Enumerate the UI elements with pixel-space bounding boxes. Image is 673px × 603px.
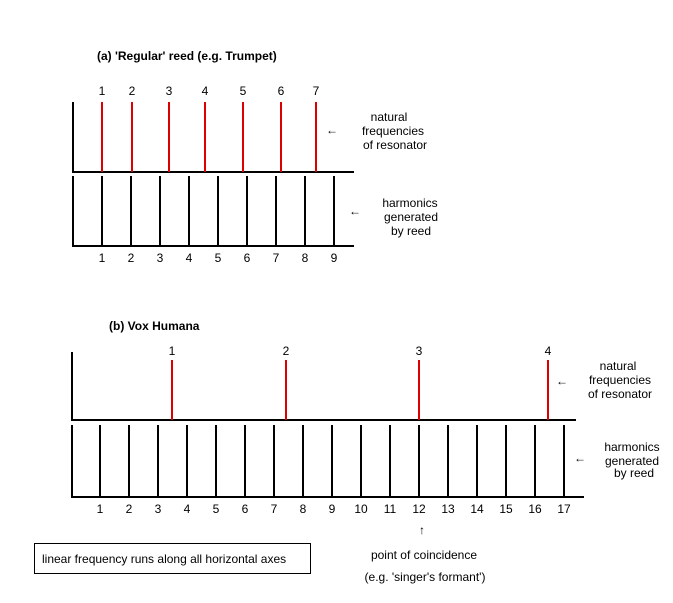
panel-b-harmonic-number-14: 14 [470,502,484,516]
panel-a-resonator-number-2: 2 [129,84,136,98]
panel-a-harmonic-number-4: 4 [186,251,193,265]
panel-a-harmonic-number-9: 9 [331,251,338,265]
panel-a-resonator-arrow: ← [326,123,338,137]
panel-a-harmonic-number-8: 8 [302,251,309,265]
panel-b-harmonic-number-7: 7 [271,502,278,516]
panel-b-resonator-arrow: ← [556,374,568,388]
panel-b-harmonic-arrow: ← [574,451,586,465]
footer-note-box: linear frequency runs along all horizont… [34,543,311,574]
panel-b-resonator-number-3: 3 [416,344,423,358]
panel-a-resonator-numbers: 1 2 3 4 5 6 7 [99,84,320,98]
panel-b-harmonic-number-15: 15 [499,502,513,516]
panel-b-resonator-note-line-3: of resonator [588,387,652,401]
footer-note-text: linear frequency runs along all horizont… [42,552,286,566]
panel-b-harmonic-number-5: 5 [213,502,220,516]
panel-b-harmonic-note-line-2: generated [605,454,659,468]
panel-a-resonator-number-1: 1 [99,84,106,98]
footer-note-frame [34,543,311,574]
panel-a-harmonic-note-line-1: harmonics [382,196,437,210]
panel-a-harmonic-numbers: 1 2 3 4 5 6 7 8 9 [99,251,338,265]
panel-b-resonator-note-line-1: natural [600,359,637,373]
panel-a-harmonic-number-5: 5 [215,251,222,265]
panel-b-harmonic-number-8: 8 [300,502,307,516]
panel-b-harmonic-note-line-3: by reed [614,466,654,480]
panel-b-harmonic-number-2: 2 [126,502,133,516]
panel-b-harmonic-number-4: 4 [184,502,191,516]
panel-a-resonator-number-6: 6 [278,84,285,98]
coincidence-note-line-1: point of coincidence [371,548,477,562]
panel-b-harmonic-number-6: 6 [242,502,249,516]
coincidence-note-line-2: (e.g. 'singer's formant') [365,570,486,584]
panel-a-harmonic-number-7: 7 [273,251,280,265]
panel-b-harmonic-number-13: 13 [441,502,455,516]
panel-a-harmonic-number-3: 3 [157,251,164,265]
panel-a-harmonic-number-1: 1 [99,251,106,265]
panel-a-harmonic-lines [101,176,335,246]
panel-a-resonator-note-line-2: frequencies [362,124,424,138]
panel-b-harmonic-number-11: 11 [384,502,397,516]
panel-b-resonator-number-1: 1 [169,344,176,358]
panel-a-resonator-note-line-3: of resonator [363,138,427,152]
panel-b-harmonic-number-9: 9 [329,502,336,516]
panel-a-harmonic-note-line-2: generated [384,210,438,224]
panel-a-resonator-number-7: 7 [313,84,320,98]
panel-b-harmonic-lines [99,425,565,497]
panel-b-harmonic-number-16: 16 [528,502,542,516]
panel-b-resonator-lines [171,360,549,420]
panel-b-resonator-numbers: 1 2 3 4 [169,344,552,358]
panel-a-harmonic-arrow: ← [349,204,361,218]
panel-b-harmonic-note-line-1: harmonics [604,440,659,454]
panel-b-harmonic-number-12: 12 [412,502,426,516]
panel-a: (a) 'Regular' reed (e.g. Trumpet) 1 2 3 4 5 6… [72,49,438,265]
panel-b-resonator-number-4: 4 [545,344,552,358]
panel-a-resonator-note-line-1: natural [371,110,408,124]
panel-b-harmonic-number-1: 1 [97,502,104,516]
panel-b-resonator-number-2: 2 [283,344,290,358]
panel-a-resonator-lines [101,102,317,172]
panel-b-title: (b) Vox Humana [109,319,200,333]
panel-a-title: (a) 'Regular' reed (e.g. Trumpet) [97,49,277,63]
panel-b-resonator-note-line-2: frequencies [589,373,651,387]
panel-b-harmonic-number-10: 10 [354,502,368,516]
panel-a-harmonic-number-6: 6 [244,251,251,265]
panel-a-resonator-number-4: 4 [202,84,209,98]
panel-b-harmonic-number-3: 3 [155,502,162,516]
panel-a-resonator-number-5: 5 [240,84,247,98]
panel-a-harmonic-note-line-3: by reed [391,224,431,238]
panel-a-resonator-number-3: 3 [166,84,173,98]
coincidence-arrow: ↑ [419,523,425,537]
panel-b-harmonic-number-17: 17 [557,502,571,516]
panel-a-harmonic-number-2: 2 [128,251,135,265]
